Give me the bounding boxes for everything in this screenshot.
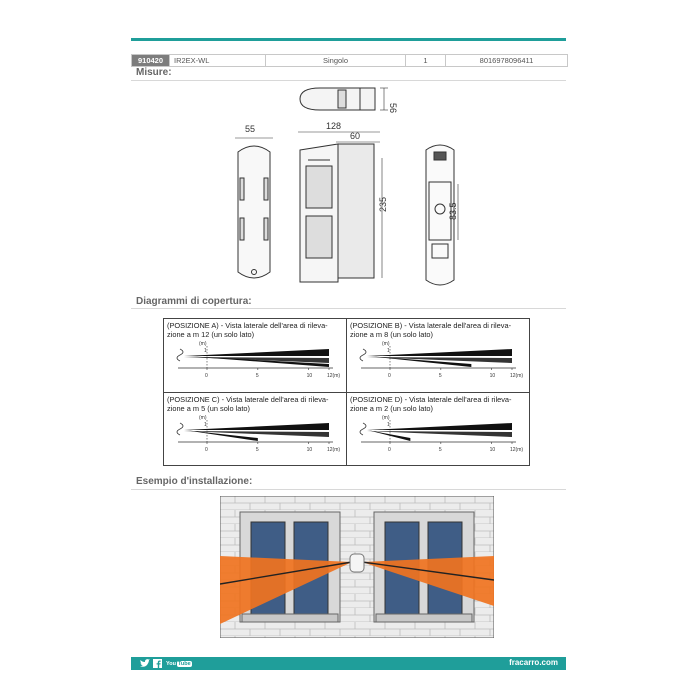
height-tick-label: 1 bbox=[387, 348, 390, 354]
coverage-panel-c: (POSIZIONE C) - Vista laterale dell'area… bbox=[164, 393, 346, 465]
beam-mid bbox=[367, 357, 512, 363]
beam-near bbox=[184, 356, 329, 367]
wall-symbol bbox=[176, 422, 184, 436]
coverage-divider bbox=[131, 308, 566, 309]
x-tick-label: 12(m) bbox=[510, 373, 523, 379]
dim-overall-depth: 128 bbox=[326, 121, 341, 131]
youtube-you: You bbox=[166, 660, 176, 667]
measures-title: Misure: bbox=[136, 67, 172, 78]
coverage-panel-b-line2: zione a m 8 (un solo lato) bbox=[350, 330, 433, 339]
x-tick-label: 10 bbox=[490, 447, 496, 453]
height-tick-label: 1 bbox=[204, 422, 207, 428]
coverage-panel-d: (POSIZIONE D) - Vista laterale dell'area… bbox=[347, 393, 529, 465]
installation-illustration bbox=[220, 496, 494, 638]
facebook-icon[interactable] bbox=[153, 659, 162, 668]
product-model: IR2EX-WL bbox=[170, 55, 266, 66]
wall-symbol bbox=[359, 348, 367, 362]
coverage-panel-c-line1: (POSIZIONE C) - Vista laterale dell'area… bbox=[167, 395, 329, 404]
footer-website-link[interactable]: fracarro.com bbox=[509, 658, 558, 667]
dim-hole-spacing: 83.5 bbox=[448, 202, 458, 220]
x-tick-label: 5 bbox=[256, 373, 259, 379]
youtube-icon[interactable]: You Tube bbox=[166, 659, 192, 668]
wall-symbol bbox=[176, 348, 184, 362]
x-tick-label: 5 bbox=[439, 447, 442, 453]
beam-mid bbox=[184, 357, 329, 363]
x-tick-label: 0 bbox=[388, 447, 391, 453]
product-ean: 8016978096411 bbox=[479, 56, 534, 65]
x-tick-label: 10 bbox=[307, 447, 313, 453]
coverage-panel-b-line1: (POSIZIONE B) - Vista laterale dell'area… bbox=[350, 321, 512, 330]
installation-divider bbox=[131, 489, 566, 490]
top-view bbox=[299, 87, 388, 111]
coverage-panel-b: (POSIZIONE B) - Vista laterale dell'area… bbox=[347, 319, 529, 392]
twitter-icon[interactable] bbox=[140, 659, 150, 668]
coverage-diagram-grid: (POSIZIONE A) - Vista laterale dell'area… bbox=[163, 318, 530, 466]
x-tick-label: 10 bbox=[307, 373, 313, 379]
height-unit-label: (m) bbox=[382, 415, 390, 421]
height-tick-label: 1 bbox=[387, 422, 390, 428]
x-tick-label: 12(m) bbox=[510, 447, 523, 453]
product-info-row: 910420 IR2EX-WL Singolo 1 8016978096411 bbox=[131, 54, 568, 67]
youtube-tube: Tube bbox=[176, 660, 192, 667]
beam-near bbox=[367, 356, 472, 367]
dim-inner-depth: 60 bbox=[350, 131, 360, 141]
beam-mid bbox=[367, 431, 512, 437]
dim-height: 235 bbox=[378, 197, 388, 212]
product-qty: 1 bbox=[406, 55, 446, 66]
x-tick-label: 10 bbox=[490, 373, 496, 379]
coverage-title: Diagrammi di copertura: bbox=[136, 296, 252, 307]
coverage-panel-d-line2: zione a m 2 (un solo lato) bbox=[350, 404, 433, 413]
x-tick-label: 5 bbox=[439, 373, 442, 379]
x-tick-label: 12(m) bbox=[327, 373, 340, 379]
height-tick-label: 1 bbox=[204, 348, 207, 354]
back-view bbox=[425, 144, 459, 286]
product-type: Singolo bbox=[266, 55, 406, 66]
coverage-panel-a: (POSIZIONE A) - Vista laterale dell'area… bbox=[164, 319, 346, 392]
coverage-panel-a-line2: zione a m 12 (un solo lato) bbox=[167, 330, 255, 339]
coverage-panel-a-line1: (POSIZIONE A) - Vista laterale dell'area… bbox=[167, 321, 328, 330]
coverage-panel-c-line2: zione a m 5 (un solo lato) bbox=[167, 404, 250, 413]
beam-far bbox=[367, 349, 512, 356]
front-view bbox=[235, 137, 273, 279]
x-tick-label: 5 bbox=[256, 447, 259, 453]
beam-far bbox=[184, 423, 329, 430]
x-tick-label: 0 bbox=[205, 373, 208, 379]
height-unit-label: (m) bbox=[199, 341, 207, 347]
installation-title: Esempio d'installazione: bbox=[136, 476, 253, 487]
x-tick-label: 12(m) bbox=[327, 447, 340, 453]
height-unit-label: (m) bbox=[199, 415, 207, 421]
header-accent-bar bbox=[131, 38, 566, 41]
footer-bar: You Tube fracarro.com bbox=[131, 657, 566, 670]
x-tick-label: 0 bbox=[205, 447, 208, 453]
measures-divider bbox=[131, 80, 566, 81]
product-code: 910420 bbox=[132, 55, 170, 66]
beam-mid bbox=[184, 431, 329, 437]
height-unit-label: (m) bbox=[382, 341, 390, 347]
dim-top-depth: 56 bbox=[388, 103, 398, 113]
x-tick-label: 0 bbox=[388, 373, 391, 379]
sensor-device bbox=[349, 553, 365, 573]
coverage-panel-d-line1: (POSIZIONE D) - Vista laterale dell'area… bbox=[350, 395, 512, 404]
wall-symbol bbox=[359, 422, 367, 436]
measures-drawing: 56 55 128 60 235 83.5 bbox=[235, 87, 459, 286]
detection-beams bbox=[220, 556, 494, 624]
beam-far bbox=[184, 349, 329, 356]
beam-far bbox=[367, 423, 512, 430]
beam-near bbox=[367, 430, 411, 441]
dim-side-width: 55 bbox=[245, 124, 255, 134]
side-view bbox=[298, 131, 383, 283]
